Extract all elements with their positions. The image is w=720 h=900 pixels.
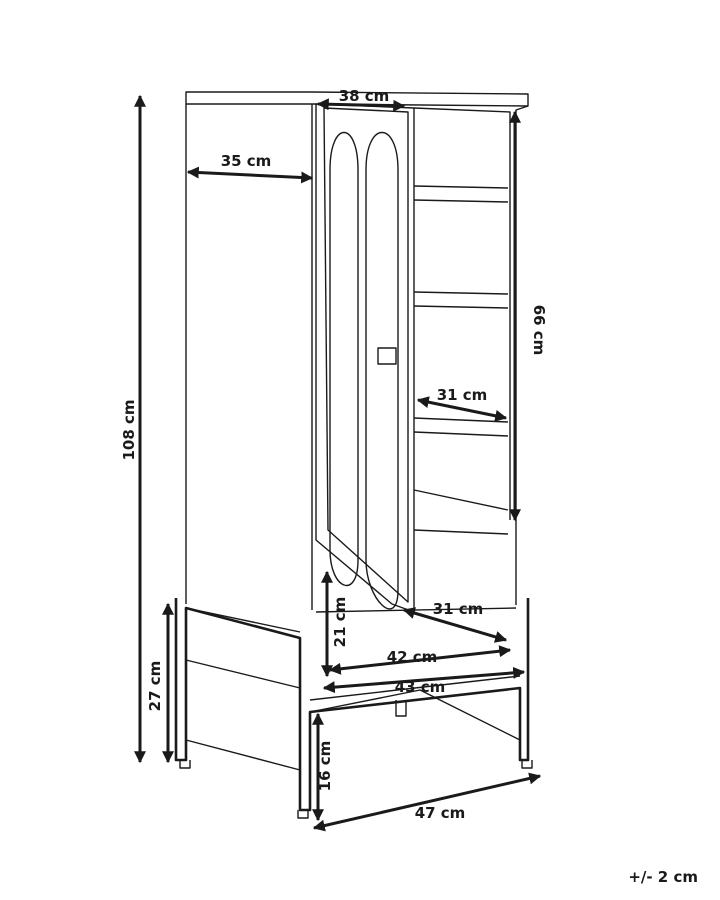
label-inner-width: 42 cm xyxy=(387,648,438,666)
label-top-width: 38 cm xyxy=(339,87,390,105)
interior-shelves xyxy=(413,185,509,535)
tolerance-note: +/- 2 cm xyxy=(628,868,698,886)
open-door xyxy=(315,103,415,613)
label-lower-depth: 31 cm xyxy=(433,600,484,618)
arrow-base-width xyxy=(312,772,542,832)
label-base-width: 47 cm xyxy=(415,804,466,822)
label-shelf-height: 66 cm xyxy=(530,305,548,356)
label-lower-height: 21 cm xyxy=(331,597,349,648)
arrow-lower-depth xyxy=(402,607,508,643)
arrow-outer-width xyxy=(322,666,526,694)
label-total-height: 108 cm xyxy=(120,399,138,460)
label-frame-side-height: 27 cm xyxy=(146,661,164,712)
label-leg-height: 16 cm xyxy=(316,741,334,792)
arrow-inner-width xyxy=(328,645,512,675)
label-shelf-depth: 31 cm xyxy=(437,386,488,404)
arrow-top-width xyxy=(316,98,406,112)
arrow-side-depth xyxy=(186,166,314,184)
cabinet-body xyxy=(185,91,529,613)
arrow-shelf-depth xyxy=(416,396,508,422)
label-side-depth: 35 cm xyxy=(221,152,272,170)
label-outer-width: 43 cm xyxy=(395,678,446,696)
dimension-arrows xyxy=(134,94,542,832)
